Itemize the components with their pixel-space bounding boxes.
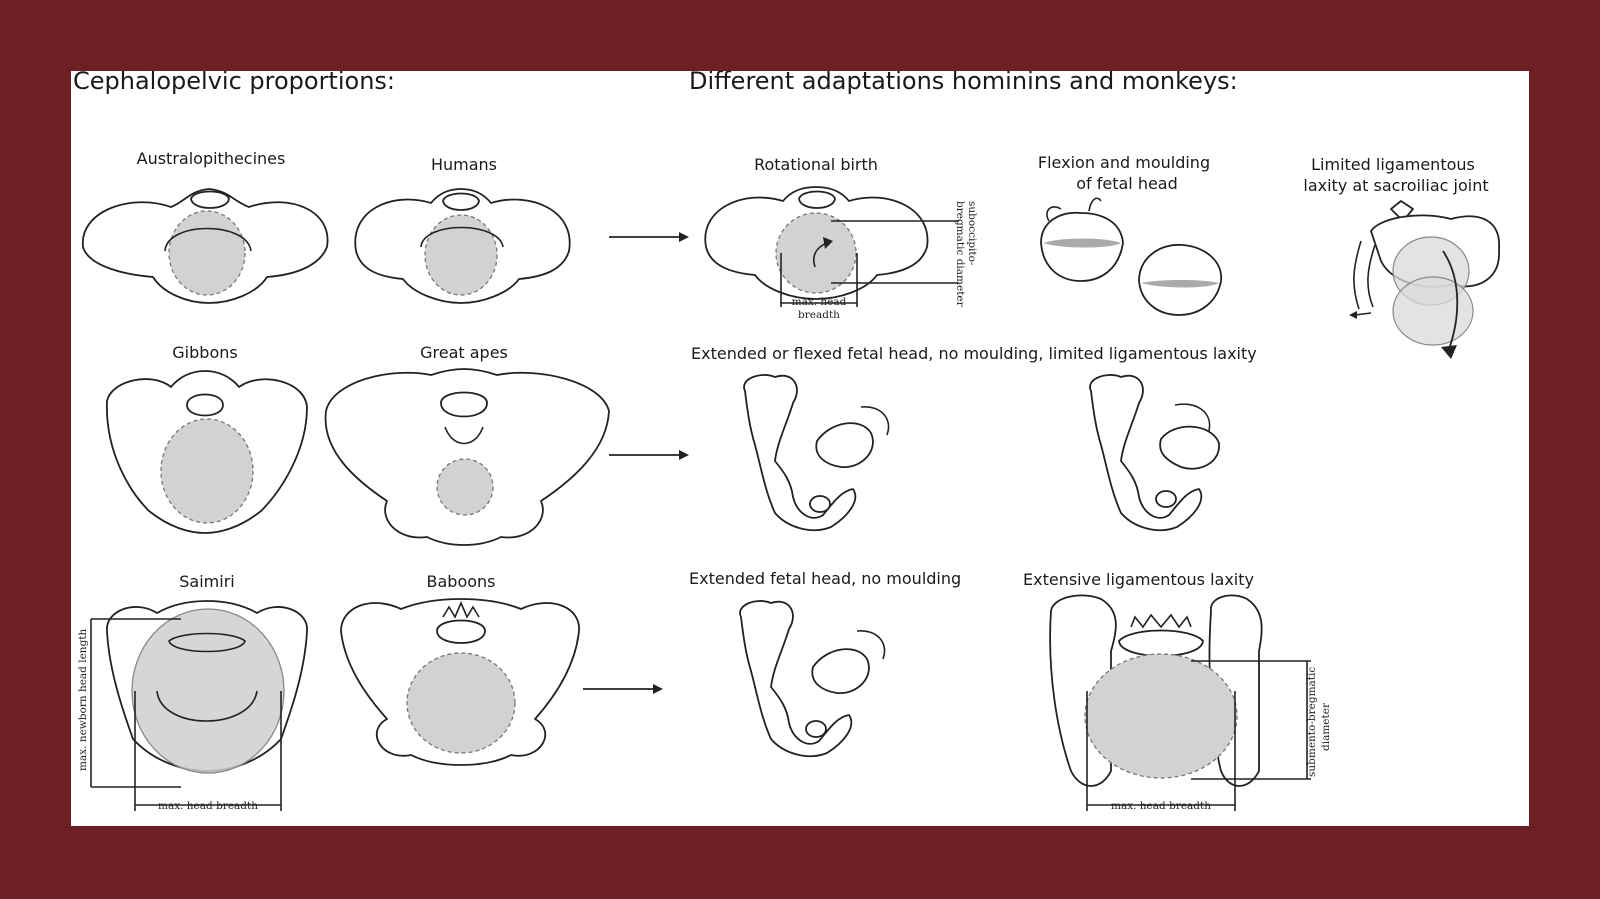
- label-max-head-1: max. head: [792, 296, 847, 308]
- label-rotational-birth: Rotational birth: [754, 155, 878, 174]
- figure-svg: Cephalopelvic proportions: Different ada…: [73, 71, 1500, 812]
- label-max-head-breadth-laxity: max. head breadth: [1111, 800, 1211, 812]
- label-submento-2: diameter: [1320, 702, 1332, 751]
- label-australopithecines: Australopithecines: [137, 149, 286, 168]
- label-limited-1: Limited ligamentous: [1311, 155, 1475, 174]
- spine-sacroiliac: [1349, 200, 1500, 359]
- label-max-head-breadth-saimiri: max. head breadth: [158, 800, 258, 812]
- label-flexion-2: of fetal head: [1076, 174, 1178, 193]
- heading-adaptations: Different adaptations hominins and monke…: [689, 71, 1238, 95]
- label-max-head-2: breadth: [798, 309, 840, 321]
- arrow-row1: [609, 232, 689, 242]
- label-saimiri: Saimiri: [179, 572, 234, 591]
- label-extended-no-moulding: Extended fetal head, no moulding: [689, 569, 961, 588]
- label-flexion-1: Flexion and moulding: [1038, 153, 1210, 172]
- label-great-apes: Great apes: [420, 343, 508, 362]
- label-limited-2: laxity at sacroiliac joint: [1303, 176, 1488, 195]
- pelvis-rotational-birth: [704, 186, 959, 307]
- pelvis-baboons: [340, 598, 580, 766]
- heading-cephalopelvic: Cephalopelvic proportions:: [73, 71, 395, 95]
- label-suboccipito-2: bregmatic diameter: [954, 201, 966, 308]
- sagittal-extended-head: [743, 374, 890, 531]
- label-submento-1: submento-bregmatic: [1306, 667, 1318, 777]
- label-extended-or-flexed: Extended or flexed fetal head, no mouldi…: [691, 344, 1257, 363]
- fetal-heads-moulding: [1040, 197, 1222, 316]
- label-max-newborn-head-length: max. newborn head length: [77, 628, 89, 771]
- label-baboons: Baboons: [427, 572, 496, 591]
- pelvis-saimiri: [90, 600, 308, 811]
- label-suboccipito-1: suboccipito-: [966, 201, 978, 266]
- pelvis-australopithecines: [82, 188, 329, 304]
- pelvis-extensive-laxity: [1049, 594, 1311, 811]
- sagittal-flexed-head: [1089, 374, 1220, 531]
- label-extensive-laxity: Extensive ligamentous laxity: [1023, 570, 1254, 589]
- sagittal-extended-head-row3: [739, 600, 886, 757]
- figure-panel: Cephalopelvic proportions: Different ada…: [71, 71, 1529, 826]
- pelvis-gibbons: [106, 370, 308, 534]
- arrow-row2: [609, 450, 689, 460]
- label-humans: Humans: [431, 155, 497, 174]
- arrow-row3: [583, 684, 663, 694]
- label-gibbons: Gibbons: [172, 343, 237, 362]
- pelvis-great-apes: [324, 368, 610, 546]
- pelvis-humans: [354, 188, 571, 304]
